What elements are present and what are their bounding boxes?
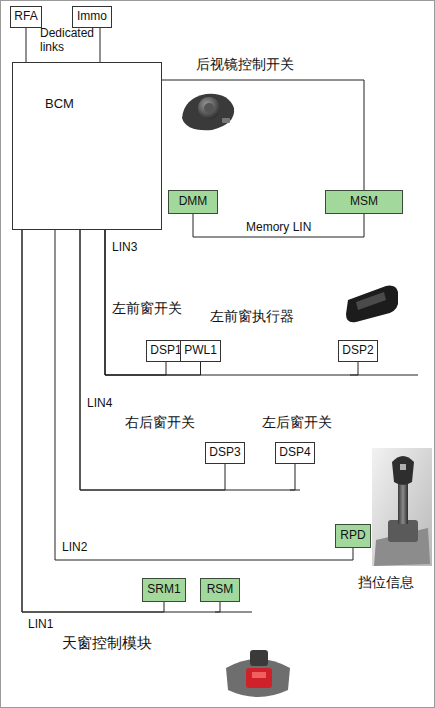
part-name: 左前窗执行器 (210, 308, 294, 325)
module-name: DSP1 (150, 344, 181, 358)
bus-name: LIN1 (28, 617, 53, 631)
module-box: DMM (168, 190, 218, 214)
module-box: DSP2 (338, 340, 378, 362)
gear-shifter-picture (372, 448, 432, 566)
connector-line (55, 230, 353, 560)
bus-name: LIN3 (112, 240, 137, 254)
part-name: 挡位信息 (358, 574, 414, 591)
module-box: RSM (200, 578, 240, 602)
module-name: Immo (77, 10, 107, 24)
module-name: DSP2 (342, 344, 373, 358)
controller-box: BCM (12, 62, 162, 230)
connector-line (22, 230, 220, 612)
module-box: DSP3 (205, 442, 245, 464)
connector-line (162, 80, 364, 190)
module-name: PWL1 (184, 344, 217, 358)
part-name: 左前窗开关 (112, 300, 182, 317)
module-box: MSM (325, 190, 403, 214)
module-name: MSM (350, 195, 378, 209)
window-switch-picture (346, 286, 398, 323)
connector-line (80, 230, 295, 490)
module-box: PWL1 (180, 340, 221, 362)
module-name: RFA (14, 10, 37, 24)
module-name: RPD (340, 529, 365, 543)
rearview-mirror-picture (226, 650, 290, 697)
module-name: DSP4 (279, 446, 310, 460)
bus-line (215, 612, 252, 613)
connector-line (105, 230, 358, 375)
part-name: Dedicated links (40, 26, 102, 55)
module-name: SRM1 (147, 583, 180, 597)
module-box: Immo (72, 6, 112, 28)
part-name: 右后窗开关 (125, 414, 195, 431)
part-name: 天窗控制模块 (62, 634, 152, 652)
module-name: RSM (207, 583, 234, 597)
module-box: DSP4 (275, 442, 315, 464)
module-name: DSP3 (209, 446, 240, 460)
bus-line (350, 375, 418, 376)
bus-name: LIN2 (62, 540, 87, 554)
part-name: 后视镜控制开关 (196, 56, 294, 73)
module-box: RPD (335, 524, 371, 548)
connector-line (193, 214, 364, 237)
module-name: DMM (179, 195, 208, 209)
connector-line (80, 230, 225, 490)
connector-line (100, 28, 101, 62)
module-box: SRM1 (142, 578, 186, 602)
module-box: RFA (10, 6, 42, 28)
connector-line (26, 28, 27, 62)
mirror-switch-picture (182, 94, 234, 130)
bus-name: Memory LIN (244, 220, 313, 234)
bus-name: LIN4 (87, 396, 112, 410)
part-name: 左后窗开关 (262, 414, 332, 431)
module-name: BCM (13, 63, 74, 112)
